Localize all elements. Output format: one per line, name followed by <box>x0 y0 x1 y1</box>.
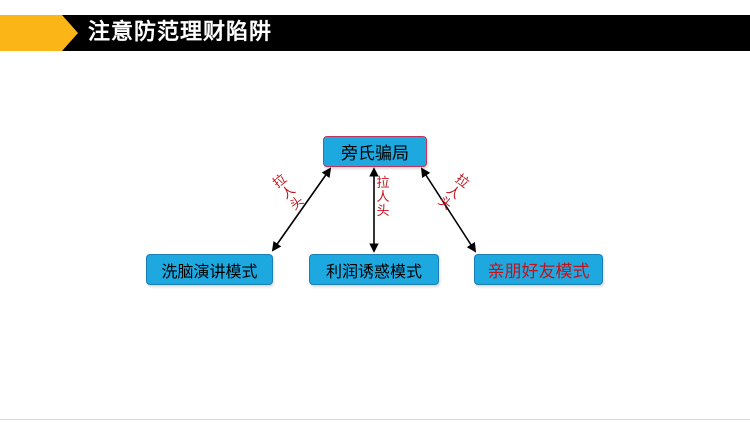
node-profit-lure-mode[interactable]: 利润诱惑模式 <box>309 254 439 285</box>
page-title: 注意防范理财陷阱 <box>88 20 273 45</box>
bottom-divider <box>0 419 750 420</box>
header-bar <box>0 15 750 51</box>
node-brainwash-speech-mode[interactable]: 洗脑演讲模式 <box>146 254 273 285</box>
node-ponzi-scheme[interactable]: 旁氏骗局 <box>323 136 427 167</box>
connector-left-arrow <box>271 167 332 252</box>
edge-label-mid: 拉人头 <box>376 176 390 219</box>
node-friends-family-mode[interactable]: 亲朋好友模式 <box>474 254 603 285</box>
header-accent-tab <box>0 15 78 51</box>
connector-right-arrow <box>420 167 477 253</box>
